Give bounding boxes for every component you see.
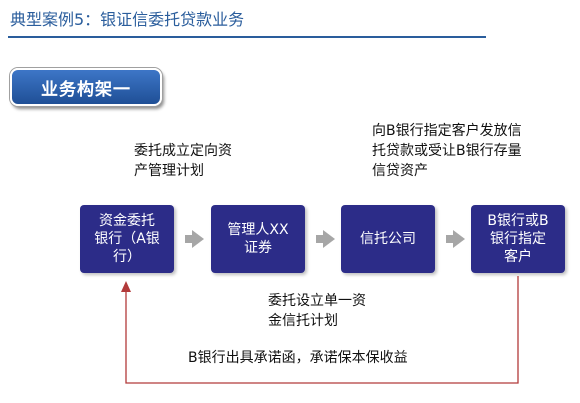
note-top-left: 委托成立定向资 产管理计划 xyxy=(134,143,232,179)
node-trust-company: 信托公司 xyxy=(341,205,435,273)
note-bottom: B银行出具承诺函，承诺保本保收益 xyxy=(188,350,408,366)
flow-arrow-2 xyxy=(316,230,335,248)
node-securities-manager-label: 管理人XX 证券 xyxy=(227,222,289,256)
note-top-right: 向B银行指定客户发放信 托贷款或受让B银行存量 信贷资产 xyxy=(372,123,522,179)
node-funding-bank-label: 资金委托 银行（A银 行） xyxy=(94,213,160,265)
flow-arrow-3 xyxy=(446,230,465,248)
section-badge: 业务构架一 xyxy=(10,68,162,106)
header-divider xyxy=(8,36,486,38)
node-bank-b-client-label: B银行或B 银行指定 客户 xyxy=(487,213,549,265)
note-middle: 委托设立单一资 金信托计划 xyxy=(268,293,366,329)
page-title: 典型案例5：银证信委托贷款业务 xyxy=(10,10,245,29)
node-trust-company-label: 信托公司 xyxy=(360,231,416,247)
node-bank-b-client: B银行或B 银行指定 客户 xyxy=(471,205,565,273)
return-arrowhead-icon xyxy=(121,281,131,292)
node-securities-manager: 管理人XX 证券 xyxy=(211,205,305,273)
flow-arrow-1 xyxy=(185,230,204,248)
node-funding-bank: 资金委托 银行（A银 行） xyxy=(80,205,174,273)
